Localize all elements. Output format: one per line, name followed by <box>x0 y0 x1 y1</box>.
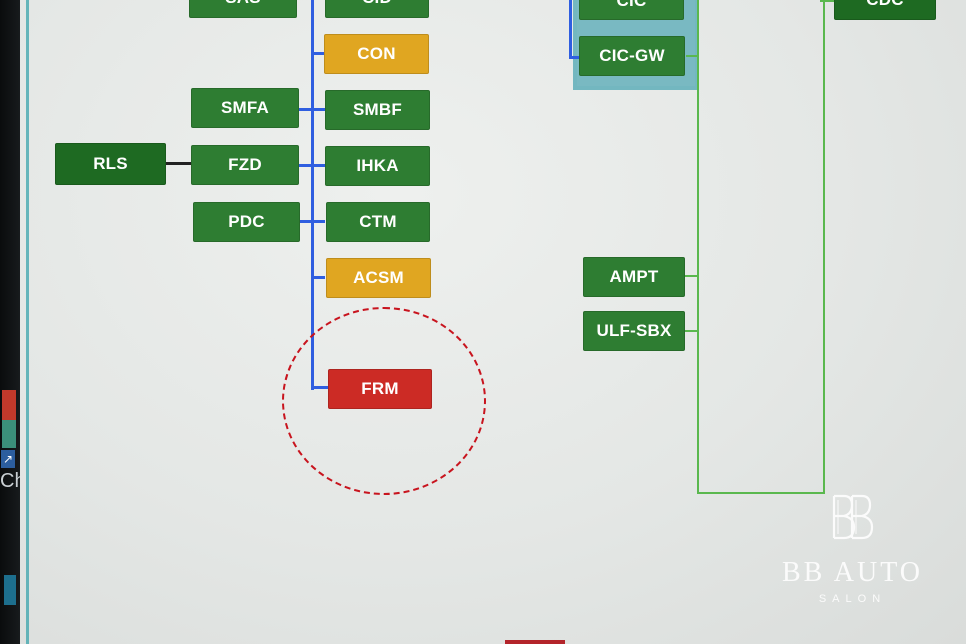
taskbar-app-icon[interactable] <box>2 390 16 420</box>
module-ampt[interactable]: AMPT <box>583 257 685 297</box>
module-cic[interactable]: CIC <box>579 0 684 20</box>
taskbar-stub: ↗ Ch <box>0 390 26 605</box>
partial-module-edge <box>505 640 565 644</box>
bus-connector <box>311 164 325 167</box>
module-acsm[interactable]: ACSM <box>326 258 431 298</box>
shortcut-icon[interactable]: ↗ <box>1 450 15 468</box>
bus-connector <box>299 220 313 223</box>
gateway-connector <box>569 56 579 59</box>
group-connector <box>685 330 698 332</box>
group-connector <box>820 0 834 2</box>
module-fzd[interactable]: FZD <box>191 145 299 185</box>
module-cdc[interactable]: CDC <box>834 0 936 20</box>
diagnostic-screen <box>20 0 966 644</box>
partial-glyph: Ch <box>0 470 26 492</box>
module-sas[interactable]: SAS <box>189 0 297 18</box>
module-cic-gw[interactable]: CIC-GW <box>579 36 685 76</box>
bus-connector <box>299 108 313 111</box>
bb-monogram-icon <box>832 494 873 540</box>
logo-subtitle: SALON <box>818 593 887 605</box>
fault-highlight-circle <box>282 307 486 495</box>
taskbar-app-icon[interactable] <box>2 420 16 448</box>
watermark-logo: BB AUTO SALON <box>770 492 935 605</box>
window-border <box>26 0 29 644</box>
bus-connector <box>311 108 325 111</box>
bus-connector <box>299 164 313 167</box>
module-cid[interactable]: CID <box>325 0 429 18</box>
logo-title: BB AUTO <box>781 557 924 588</box>
group-connector <box>685 275 698 277</box>
module-con[interactable]: CON <box>324 34 429 74</box>
module-group-frame <box>697 0 825 494</box>
lin-connector <box>166 162 191 165</box>
module-pdc[interactable]: PDC <box>193 202 300 242</box>
module-rls[interactable]: RLS <box>55 143 166 185</box>
bus-connector <box>311 220 325 223</box>
module-smbf[interactable]: SMBF <box>325 90 430 130</box>
group-connector <box>686 55 698 57</box>
module-ulf-sbx[interactable]: ULF-SBX <box>583 311 685 351</box>
bus-connector <box>311 52 325 55</box>
bus-line <box>311 0 314 390</box>
bus-connector <box>311 276 325 279</box>
gateway-bus-line <box>569 0 572 58</box>
module-ctm[interactable]: CTM <box>326 202 430 242</box>
module-ihka[interactable]: IHKA <box>325 146 430 186</box>
taskbar-app-icon[interactable] <box>4 575 16 605</box>
module-smfa[interactable]: SMFA <box>191 88 299 128</box>
